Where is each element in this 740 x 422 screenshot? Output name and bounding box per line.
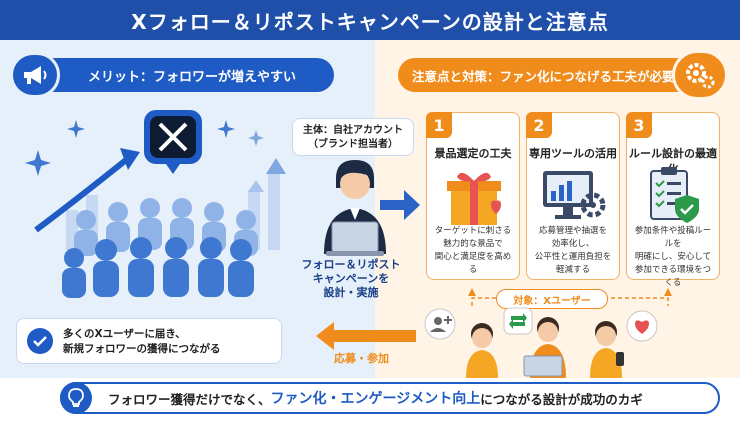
check-icon bbox=[27, 328, 53, 354]
actor-bubble: 主体：自社アカウント （ブランド担当者） bbox=[292, 118, 414, 156]
actor-bubble-line-2: （ブランド担当者） bbox=[308, 139, 398, 150]
megaphone-icon bbox=[10, 52, 60, 98]
card-desc-line: 参加条件や投稿ルールを bbox=[634, 226, 712, 249]
lightbulb-icon bbox=[60, 382, 92, 414]
card-desc: ターゲットに刺さる 魅力的な景品で 関心と満足度を高める bbox=[431, 225, 515, 277]
brand-manager-figure bbox=[324, 160, 386, 256]
gift-icon bbox=[447, 172, 501, 225]
x-logo-icon bbox=[144, 110, 202, 174]
caution-label: 注意点と対策：ファン化につなげる工夫が必要 bbox=[398, 58, 698, 92]
card-number: 3 bbox=[626, 112, 652, 138]
card-desc-line: 軽減する bbox=[555, 265, 590, 275]
card-prize-selection: 1 景品選定の工夫 ターゲットに刺さる 魅力的な景品で 関心と満足度を高める bbox=[426, 112, 520, 280]
key-message-part-2: につながる設計が成功のカギ bbox=[480, 391, 643, 407]
card-desc: 参加条件や投稿ルールを 明確にし、安心して 参加できる環境をつくる bbox=[631, 225, 715, 290]
key-message-highlight: ファン化・エンゲージメント向上 bbox=[270, 391, 481, 407]
actor-action-line-3: 設計・実施 bbox=[323, 286, 379, 299]
card-desc-line: 参加できる環境をつくる bbox=[634, 265, 712, 288]
card-desc-line: 効率化し、 bbox=[551, 239, 595, 249]
benefit-box: 多くのXユーザーに届き、 新規フォロワーの獲得につながる bbox=[16, 318, 282, 364]
arrow-right-icon bbox=[380, 190, 420, 220]
actor-action-line-1: フォロー＆リポスト bbox=[301, 258, 401, 271]
card-desc-line: 応募管理や抽選を bbox=[538, 226, 607, 236]
card-desc-line: ターゲットに刺さる bbox=[434, 226, 512, 236]
card-desc-line: 明確にし、安心して bbox=[634, 252, 712, 262]
card-desc-line: 関心と満足度を高める bbox=[434, 252, 512, 275]
actor-action-line-2: キャンペーンを bbox=[312, 272, 390, 285]
x-users-group bbox=[424, 307, 658, 378]
merit-label: メリット：フォロワーが増えやすい bbox=[16, 58, 334, 92]
card-number: 2 bbox=[526, 112, 552, 138]
benefit-line-2: 新規フォロワーの獲得につながる bbox=[63, 343, 221, 355]
follower-growth-illustration bbox=[25, 110, 286, 298]
card-title: 景品選定の工夫 bbox=[434, 147, 512, 160]
card-desc-line: 魅力的な景品で bbox=[443, 239, 503, 249]
key-message: フォロワー獲得だけでなく、 ファン化・エンゲージメント向上 につながる設計が成功… bbox=[60, 382, 720, 414]
benefit-line-1: 多くのXユーザーに届き、 bbox=[63, 328, 186, 340]
card-number: 1 bbox=[426, 112, 452, 138]
checklist-shield-icon bbox=[650, 167, 699, 223]
apply-label: 応募・参加 bbox=[334, 352, 389, 365]
key-message-part-1: フォロワー獲得だけでなく、 bbox=[108, 391, 271, 407]
actor-action: フォロー＆リポスト キャンペーンを 設計・実施 bbox=[296, 258, 406, 300]
arrow-left-icon bbox=[316, 322, 416, 350]
monitor-gear-icon bbox=[543, 171, 606, 219]
gear-icon bbox=[672, 50, 728, 100]
card-desc: 応募管理や抽選を 効率化し、 公平性と運用負担を 軽減する bbox=[531, 225, 615, 277]
card-rule-design: 3 ルール設計の最適化 参加条件や投稿ルールを 明確にし、安心して 参加できる環… bbox=[626, 112, 720, 288]
actor-bubble-line-1: 主体：自社アカウント bbox=[303, 125, 403, 136]
page-title: Xフォロー＆リポストキャンペーンの設計と注意点 bbox=[0, 0, 740, 40]
card-desc-line: 公平性と運用負担を bbox=[534, 252, 612, 262]
card-title: 専用ツールの活用 bbox=[529, 147, 617, 160]
target-label: 対象：Xユーザー bbox=[496, 289, 608, 309]
card-dedicated-tool: 2 専用ツールの活用 応募管理や抽選を 効率化し、 公平性と運用負担を 軽減する bbox=[526, 112, 620, 280]
